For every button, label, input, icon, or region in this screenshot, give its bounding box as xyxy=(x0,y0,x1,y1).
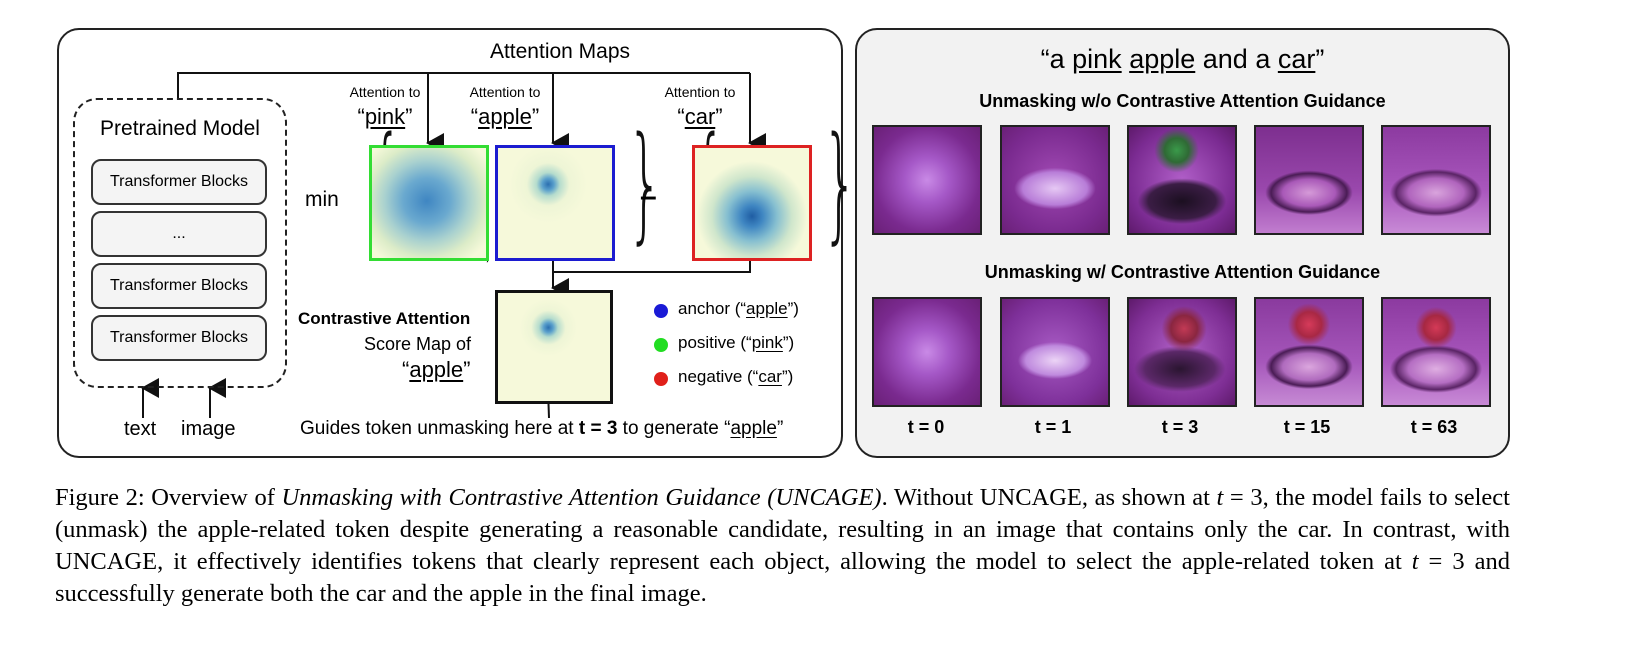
token-apple-label: “apple” xyxy=(470,104,540,129)
score-map-of-label: Score Map of xyxy=(364,334,472,354)
anchor-dot xyxy=(654,304,668,318)
legend-positive: positive (“pink”) xyxy=(678,333,795,352)
attention-to-car-label: Attention to xyxy=(664,84,736,100)
row1-image-t63 xyxy=(1381,125,1491,235)
attention-maps-title: Attention Maps xyxy=(489,40,631,63)
attention-map-apple xyxy=(495,145,615,261)
pretrained-model-title: Pretrained Model xyxy=(100,117,260,140)
transformer-block-1: Transformer Blocks xyxy=(91,159,267,205)
contrastive-score-map xyxy=(495,290,613,404)
brace-right-2: } xyxy=(822,109,859,256)
token-pink-label: “pink” xyxy=(357,104,413,129)
attention-to-pink-label: Attention to xyxy=(349,84,421,100)
row1-image-t15 xyxy=(1254,125,1364,235)
input-image-label: image xyxy=(181,418,236,440)
row2-image-t1 xyxy=(1000,297,1110,407)
contrastive-attention-label: Contrastive Attention xyxy=(298,309,471,328)
row1-image-t3 xyxy=(1127,125,1237,235)
row2-image-t63 xyxy=(1381,297,1491,407)
timestep-label-2: t = 3 xyxy=(1161,417,1199,437)
figure-caption: Figure 2: Overview of Unmasking with Con… xyxy=(55,484,1510,607)
timestep-label-1: t = 1 xyxy=(1034,417,1072,437)
row1-image-t0 xyxy=(872,125,982,235)
pretrained-model-box xyxy=(73,98,287,388)
timestep-label-3: t = 15 xyxy=(1283,417,1331,437)
transformer-block-ellipsis: ... xyxy=(91,211,267,257)
timestep-label-0: t = 0 xyxy=(907,417,945,437)
row2-image-t3 xyxy=(1127,297,1237,407)
prompt-title: “a pink apple and a car” xyxy=(1040,44,1325,74)
transformer-block-3: Transformer Blocks xyxy=(91,315,267,361)
transformer-block-2: Transformer Blocks xyxy=(91,263,267,309)
legend-anchor: anchor (“apple”) xyxy=(678,299,799,318)
negative-dot xyxy=(654,372,668,386)
row1-image-t1 xyxy=(1000,125,1110,235)
legend-negative: negative (“car”) xyxy=(678,367,794,386)
min-operator: min xyxy=(305,188,339,211)
timestep-label-4: t = 63 xyxy=(1410,417,1458,437)
minus-operator: – xyxy=(640,180,657,213)
attention-to-apple-label: Attention to xyxy=(469,84,541,100)
row2-title: Unmasking w/ Contrastive Attention Guida… xyxy=(984,262,1381,282)
attention-map-pink xyxy=(369,145,489,261)
score-map-token: “apple” xyxy=(402,357,471,382)
attention-map-car xyxy=(692,145,812,261)
positive-dot xyxy=(654,338,668,352)
row2-image-t0 xyxy=(872,297,982,407)
brace-right-1: } xyxy=(627,109,664,256)
input-text-label: text xyxy=(124,418,157,440)
token-car-label: “car” xyxy=(677,104,723,129)
row1-title: Unmasking w/o Contrastive Attention Guid… xyxy=(979,91,1386,111)
row2-image-t15 xyxy=(1254,297,1364,407)
guide-caption: Guides token unmasking here at t = 3 to … xyxy=(300,418,784,439)
